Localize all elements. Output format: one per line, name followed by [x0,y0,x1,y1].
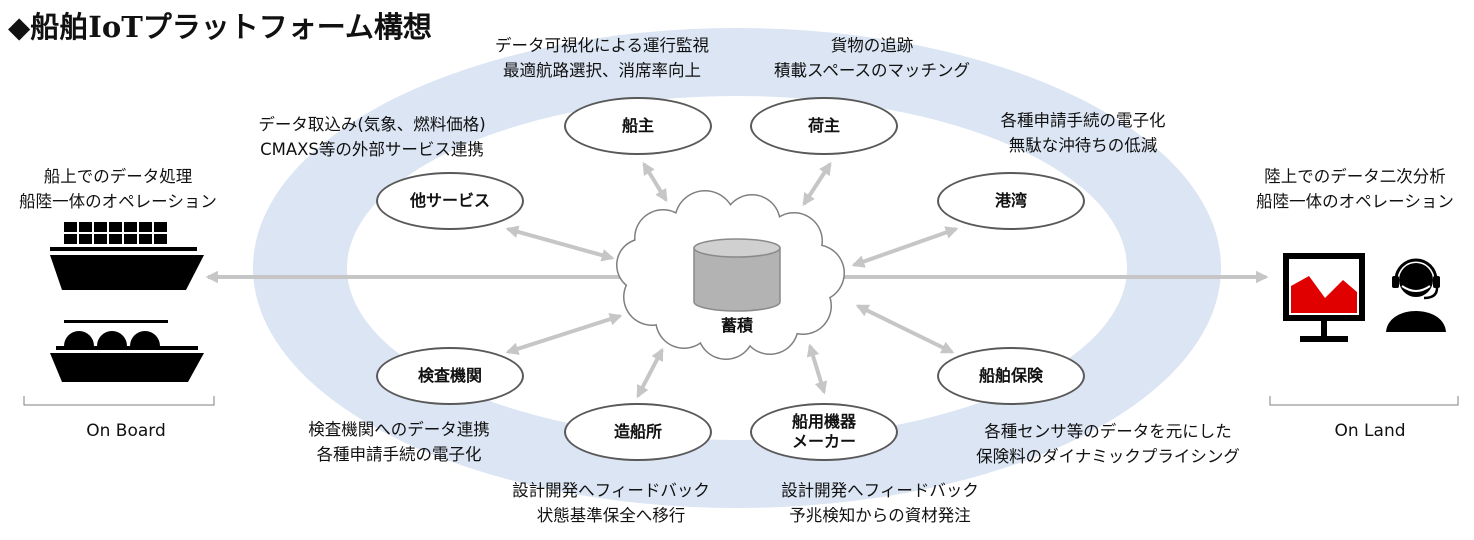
storage-label: 蓄積 [720,316,754,335]
node-shipowner: 船主 [564,97,712,155]
operator-headset-icon [1386,258,1446,332]
note-line: 状態基準保全へ移行 [536,506,686,525]
note-line: CMAXS等の外部サービス連携 [260,140,484,159]
node-insurance-label: 船舶保険 [978,366,1043,385]
note-line: データ可視化による運行監視 [494,36,710,55]
node-insurance: 船舶保険 [937,347,1085,405]
arrow-insurance [855,304,955,354]
note-shipowner: データ可視化による運行監視 最適航路選択、消席率向上 [495,33,709,83]
note-line: 貨物の追跡 [830,36,914,55]
node-other-services: 他サービス [376,172,524,230]
note-insurance: 各種センサ等のデータを元にした 保険料のダイナミックプライシング [976,419,1240,469]
node-port: 港湾 [937,172,1085,230]
node-shipowner-label: 船主 [621,116,654,135]
note-line: 保険料のダイナミックプライシング [976,447,1240,466]
arrow-other-services [505,225,615,262]
arrow-shipyard [636,347,664,399]
note-line: 各種申請手続の電子化 [1000,111,1166,130]
arrow-shipper [802,161,832,207]
node-port-label: 港湾 [994,191,1027,210]
note-line: 船陸一体のオペレーション [19,192,217,211]
note-inspection: 検査機関へのデータ連携 各種申請手続の電子化 [308,417,490,467]
note-line: 検査機関へのデータ連携 [308,420,490,439]
note-line: 設計開発へフィードバック [781,481,979,500]
note-manufacturer: 設計開発へフィードバック 予兆検知からの資材発注 [781,478,979,528]
arrow-shipowner [642,161,668,203]
database-icon [693,238,781,312]
onboard-notes: 船上でのデータ処理 船陸一体のオペレーション [19,164,217,214]
note-shipper: 貨物の追跡 積載スペースのマッチング [774,33,970,83]
node-shipper-label: 荷主 [807,116,840,135]
node-shipyard: 造船所 [564,403,712,461]
note-shipyard: 設計開発へフィードバック 状態基準保全へ移行 [512,478,710,528]
onland-label: On Land [1334,421,1406,441]
node-manufacturer-label-1: 船用機器 [791,412,856,431]
arrow-inspection [505,313,623,355]
monitor-chart-icon [1283,253,1365,342]
node-inspection: 検査機関 [376,347,524,405]
note-line: 無駄な沖待ちの低減 [1008,136,1158,155]
node-shipyard-label: 造船所 [613,422,662,441]
node-manufacturer: 船用機器 メーカー [750,403,898,461]
note-line: 最適航路選択、消席率向上 [502,61,701,80]
note-other-services: データ取込み(気象、燃料価格) CMAXS等の外部サービス連携 [258,112,485,162]
note-line: データ取込み(気象、燃料価格) [258,115,486,134]
note-port: 各種申請手続の電子化 無駄な沖待ちの低減 [1001,108,1166,158]
node-shipper: 荷主 [750,97,898,155]
note-line: 各種申請手続の電子化 [316,445,482,464]
onboard-bracket [23,396,215,406]
note-line: 積載スペースのマッチング [773,61,971,80]
node-inspection-label: 検査機関 [417,366,482,385]
node-other-services-label: 他サービス [409,191,490,210]
note-line: 船陸一体のオペレーション [1256,192,1454,211]
container-ship-icon [50,222,204,290]
onboard-label: On Board [86,421,166,441]
note-line: 予兆検知からの資材発注 [789,506,971,525]
cloud-icon [616,190,845,360]
note-line: 陸上でのデータ二次分析 [1264,167,1446,186]
node-manufacturer-label-2: メーカー [791,432,856,451]
onland-notes: 陸上でのデータ二次分析 船陸一体のオペレーション [1256,164,1454,214]
note-line: 船上でのデータ処理 [43,167,193,186]
note-line: 各種センサ等のデータを元にした [984,422,1232,441]
note-line: 設計開発へフィードバック [512,481,710,500]
arrow-port [851,226,959,268]
page-title: ◆船舶IoTプラットフォーム構想 [8,10,432,44]
lng-carrier-icon [50,320,204,382]
arrow-manufacturer [806,343,828,395]
onland-bracket [1269,396,1459,406]
